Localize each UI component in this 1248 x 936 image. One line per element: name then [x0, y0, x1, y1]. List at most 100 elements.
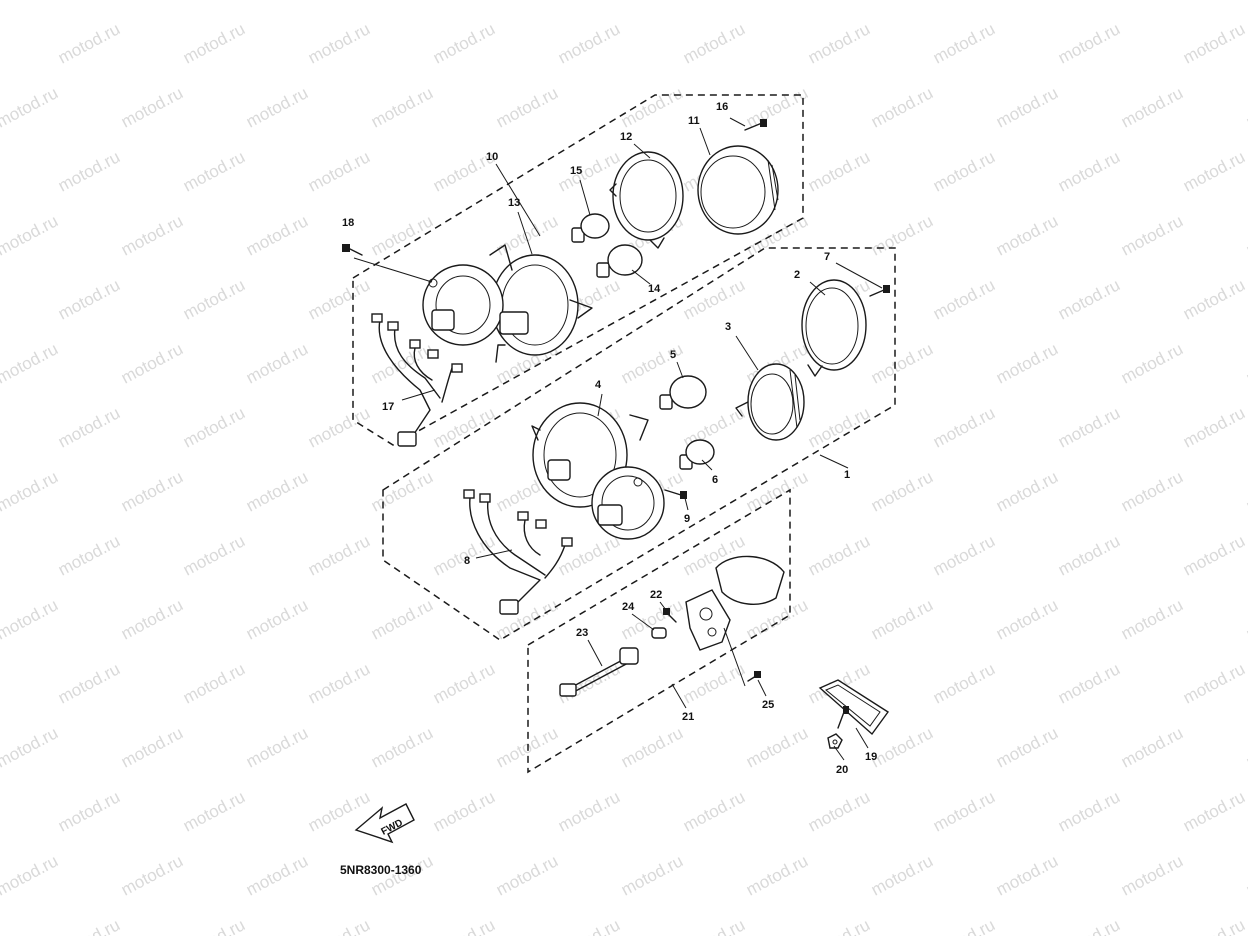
screw-9 [664, 489, 687, 499]
callout-19: 19 [865, 751, 877, 763]
callout-25: 25 [762, 699, 774, 711]
watermark-text: motod.ru [1118, 723, 1186, 771]
watermark-text: motod.ru [930, 787, 998, 835]
screw-22 [663, 608, 677, 623]
callout-23: 23 [576, 627, 588, 639]
watermark-text: motod.ru [368, 723, 436, 771]
watermark-text: motod.ru [930, 659, 998, 707]
callouts: 1 2 3 4 5 6 7 8 9 10 11 12 13 14 15 16 1… [342, 101, 877, 776]
watermark-text: motod.ru [993, 467, 1061, 515]
watermark-text: motod.ru [1055, 787, 1123, 835]
watermark-text: motod.ru [305, 403, 373, 451]
watermark-text: motod.ru [868, 467, 936, 515]
watermark-text: motod.ru [55, 531, 123, 579]
watermark-text: motod.ru [1243, 339, 1248, 387]
watermark-text: motod.ru [618, 723, 686, 771]
nut-20 [827, 733, 843, 749]
watermark-text: motod.ru [55, 659, 123, 707]
callout-20: 20 [836, 764, 848, 776]
watermark-text: motod.ru [555, 19, 623, 67]
watermark-text: motod.ru [493, 0, 561, 4]
watermark-text: motod.ru [368, 83, 436, 131]
wire-harness-17 [371, 313, 463, 447]
callout-10: 10 [486, 151, 498, 163]
watermark-text: motod.ru [805, 403, 873, 451]
callout-18: 18 [342, 217, 354, 229]
watermark-text: motod.ru [930, 275, 998, 323]
callout-7: 7 [824, 251, 830, 263]
assembly-boundary-10 [352, 94, 804, 446]
bulb-15 [571, 213, 610, 243]
watermark-text: motod.ru [1055, 147, 1123, 195]
watermark-text: motod.ru [0, 83, 61, 131]
watermark-text: motod.ru [1118, 467, 1186, 515]
watermark-text: motod.ru [680, 275, 748, 323]
watermark-text: motod.ru [555, 787, 623, 835]
watermark-text: motod.ru [243, 339, 311, 387]
watermark-text: motod.ru [0, 211, 61, 259]
lens-12 [609, 151, 684, 249]
callout-17: 17 [382, 401, 394, 413]
watermark-text: motod.ru [118, 83, 186, 131]
watermark-text: motod.ru [680, 915, 748, 936]
watermark-text: motod.ru [1180, 147, 1248, 195]
flasher-body-4 [531, 402, 665, 540]
watermark-text: motod.ru [493, 723, 561, 771]
watermark-text: motod.ru [1180, 275, 1248, 323]
screw-19-bolt [837, 706, 849, 729]
watermark-text: motod.ru [868, 339, 936, 387]
watermark-text: motod.ru [618, 851, 686, 899]
watermark-text: motod.ru [180, 787, 248, 835]
watermark-text: motod.ru [1243, 0, 1248, 4]
watermark-text: motod.ru [430, 787, 498, 835]
callout-24: 24 [622, 601, 635, 613]
watermark-text: motod.ru [430, 403, 498, 451]
watermark-text: motod.ru [0, 0, 61, 4]
watermark-text: motod.ru [368, 595, 436, 643]
watermark-text: motod.ru [243, 0, 311, 4]
watermark-text: motod.ru [868, 83, 936, 131]
watermark-text: motod.ru [805, 19, 873, 67]
watermark-text: motod.ru [743, 83, 811, 131]
watermark-text: motod.ru [1055, 659, 1123, 707]
bulb-6 [679, 439, 715, 470]
callout-22: 22 [650, 589, 662, 601]
watermark-text: motod.ru [55, 19, 123, 67]
watermark-text: motod.ru [993, 595, 1061, 643]
bulb-24 [651, 627, 667, 639]
watermark-text: motod.ru [243, 211, 311, 259]
watermark-text: motod.ru [1243, 211, 1248, 259]
watermark-text: motod.ru [493, 851, 561, 899]
callout-1: 1 [844, 469, 850, 481]
watermark-text: motod.ru [930, 531, 998, 579]
callout-6: 6 [712, 474, 718, 486]
watermark-text: motod.ru [743, 0, 811, 4]
watermark-text: motod.ru [1055, 275, 1123, 323]
watermark-text: motod.ru [930, 915, 998, 936]
watermark-text: motod.ru [118, 595, 186, 643]
callout-16: 16 [716, 101, 728, 113]
watermark-text: motod.ru [1243, 83, 1248, 131]
watermark-text: motod.ru [1118, 595, 1186, 643]
watermark-text: motod.ru [993, 339, 1061, 387]
watermark-text: motod.ru [993, 851, 1061, 899]
watermark-text: motod.ru [430, 915, 498, 936]
rim-11 [697, 145, 779, 235]
watermark-text: motod.ru [868, 723, 936, 771]
watermark-text: motod.ru [118, 211, 186, 259]
fwd-arrow-icon: FWD [354, 803, 415, 844]
watermark-text: motod.ru [930, 403, 998, 451]
bulb-5 [659, 375, 707, 410]
callout-21: 21 [682, 711, 694, 723]
watermark-text: motod.ru [493, 83, 561, 131]
watermark-text: motod.ru [180, 147, 248, 195]
watermark-text: motod.ru [1180, 19, 1248, 67]
watermark-text: motod.ru [1118, 851, 1186, 899]
watermark-text: motod.ru [743, 723, 811, 771]
license-lamp-housing [685, 555, 785, 651]
watermark-text: motod.ru [1243, 595, 1248, 643]
watermark-text: motod.ru [180, 403, 248, 451]
watermark-text: motod.ru [0, 851, 61, 899]
watermark-text: motod.ru [993, 211, 1061, 259]
